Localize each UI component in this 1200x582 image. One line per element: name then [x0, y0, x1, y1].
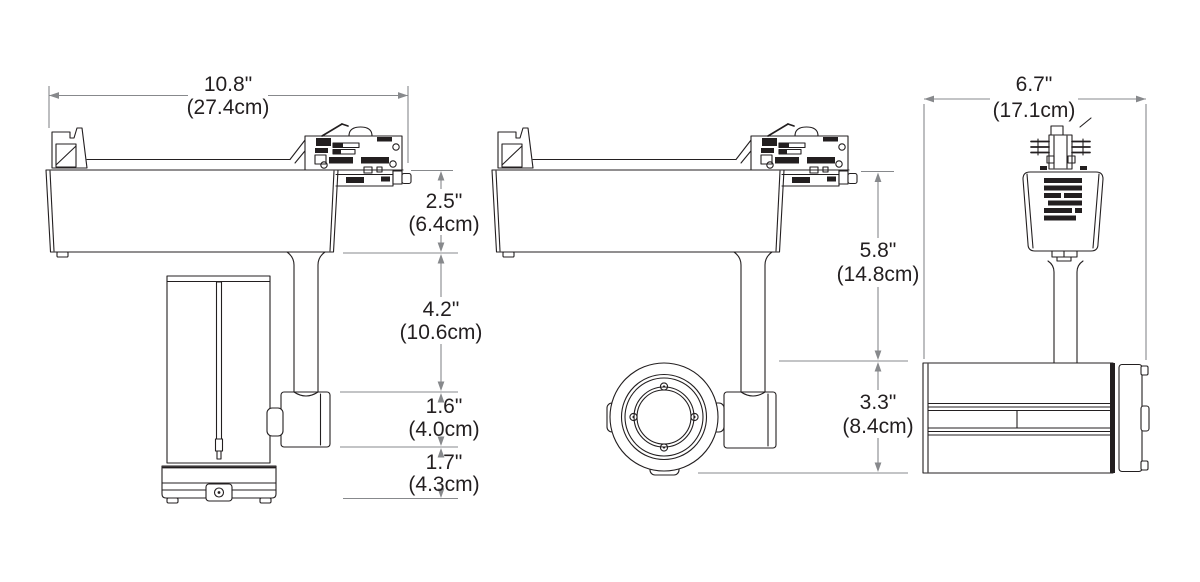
dim-housing-height-inches: 2.5" [426, 190, 463, 213]
lamp-body-end [922, 362, 1150, 474]
contact-blades [1030, 138, 1091, 156]
lamp-cylinder-side [922, 362, 1114, 474]
pivot-knuckle [280, 391, 331, 448]
dim-housing-height-metric: (6.4cm) [408, 213, 479, 236]
dim-side-width-inches: 6.7" [1016, 73, 1053, 96]
arrowhead-right [398, 92, 408, 99]
pivot-cap [266, 407, 284, 437]
dim-stem-drop-inches: 4.2" [423, 298, 460, 321]
track-adapter-end [1030, 117, 1092, 170]
dim-knuckle-height-inches: 1.6" [426, 395, 463, 418]
arrowhead-right [1136, 95, 1146, 103]
stem-and-knuckle-front [723, 251, 777, 449]
lamp-end-cap [1118, 363, 1143, 473]
trim-ring [161, 465, 277, 484]
lamp-face [606, 362, 725, 476]
dim-overall-width: 10.8" (27.4cm) [48, 73, 409, 163]
dim-overall-width-inches: 10.8" [204, 73, 252, 96]
dim-suspension-height-inches: 5.8" [860, 239, 897, 262]
vent-slots [1044, 178, 1082, 221]
lamp-outer-ring [609, 362, 719, 472]
lens-screws [629, 382, 699, 452]
arrowhead-left [924, 95, 934, 103]
dim-stem-drop-metric: (10.6cm) [400, 321, 483, 344]
view-side-lamp-down [45, 123, 412, 504]
latch-screw [213, 487, 225, 498]
gearbox-end [1022, 171, 1104, 262]
track-housing-assembly [45, 123, 412, 258]
dim-side-width-metric: (17.1cm) [993, 99, 1076, 122]
track-housing-assembly [491, 123, 858, 258]
arrowhead-left [49, 92, 59, 99]
adapter-stem [1048, 134, 1073, 170]
dim-chain-center: 5.8" (14.8cm) 3.3" (8.4cm) [698, 170, 920, 474]
view-end-profile [922, 117, 1150, 474]
dim-overall-width-metric: (27.4cm) [187, 96, 270, 119]
view-side-lamp-front [491, 123, 858, 476]
dim-chain-left: 2.5" (6.4cm) 4.2" (10.6cm) 1.6" (4.0cm) … [340, 169, 483, 500]
lamp-head-side [161, 275, 277, 504]
stem-and-knuckle-side [266, 251, 331, 448]
end-cap-latch [1140, 405, 1150, 432]
lamp-cylinder-body [166, 275, 271, 464]
dim-suspension-height-metric: (14.8cm) [837, 263, 920, 286]
dim-lamp-body-height-metric: (8.4cm) [842, 415, 913, 438]
dim-lamp-face-depth-inches: 1.7" [426, 451, 463, 474]
dim-side-width: 6.7" (17.1cm) [923, 73, 1147, 360]
dim-knuckle-height-metric: (4.0cm) [408, 418, 479, 441]
dim-lamp-body-height-inches: 3.3" [860, 391, 897, 414]
stem-end [1047, 260, 1084, 364]
dim-lamp-face-depth-metric: (4.3cm) [408, 473, 479, 496]
